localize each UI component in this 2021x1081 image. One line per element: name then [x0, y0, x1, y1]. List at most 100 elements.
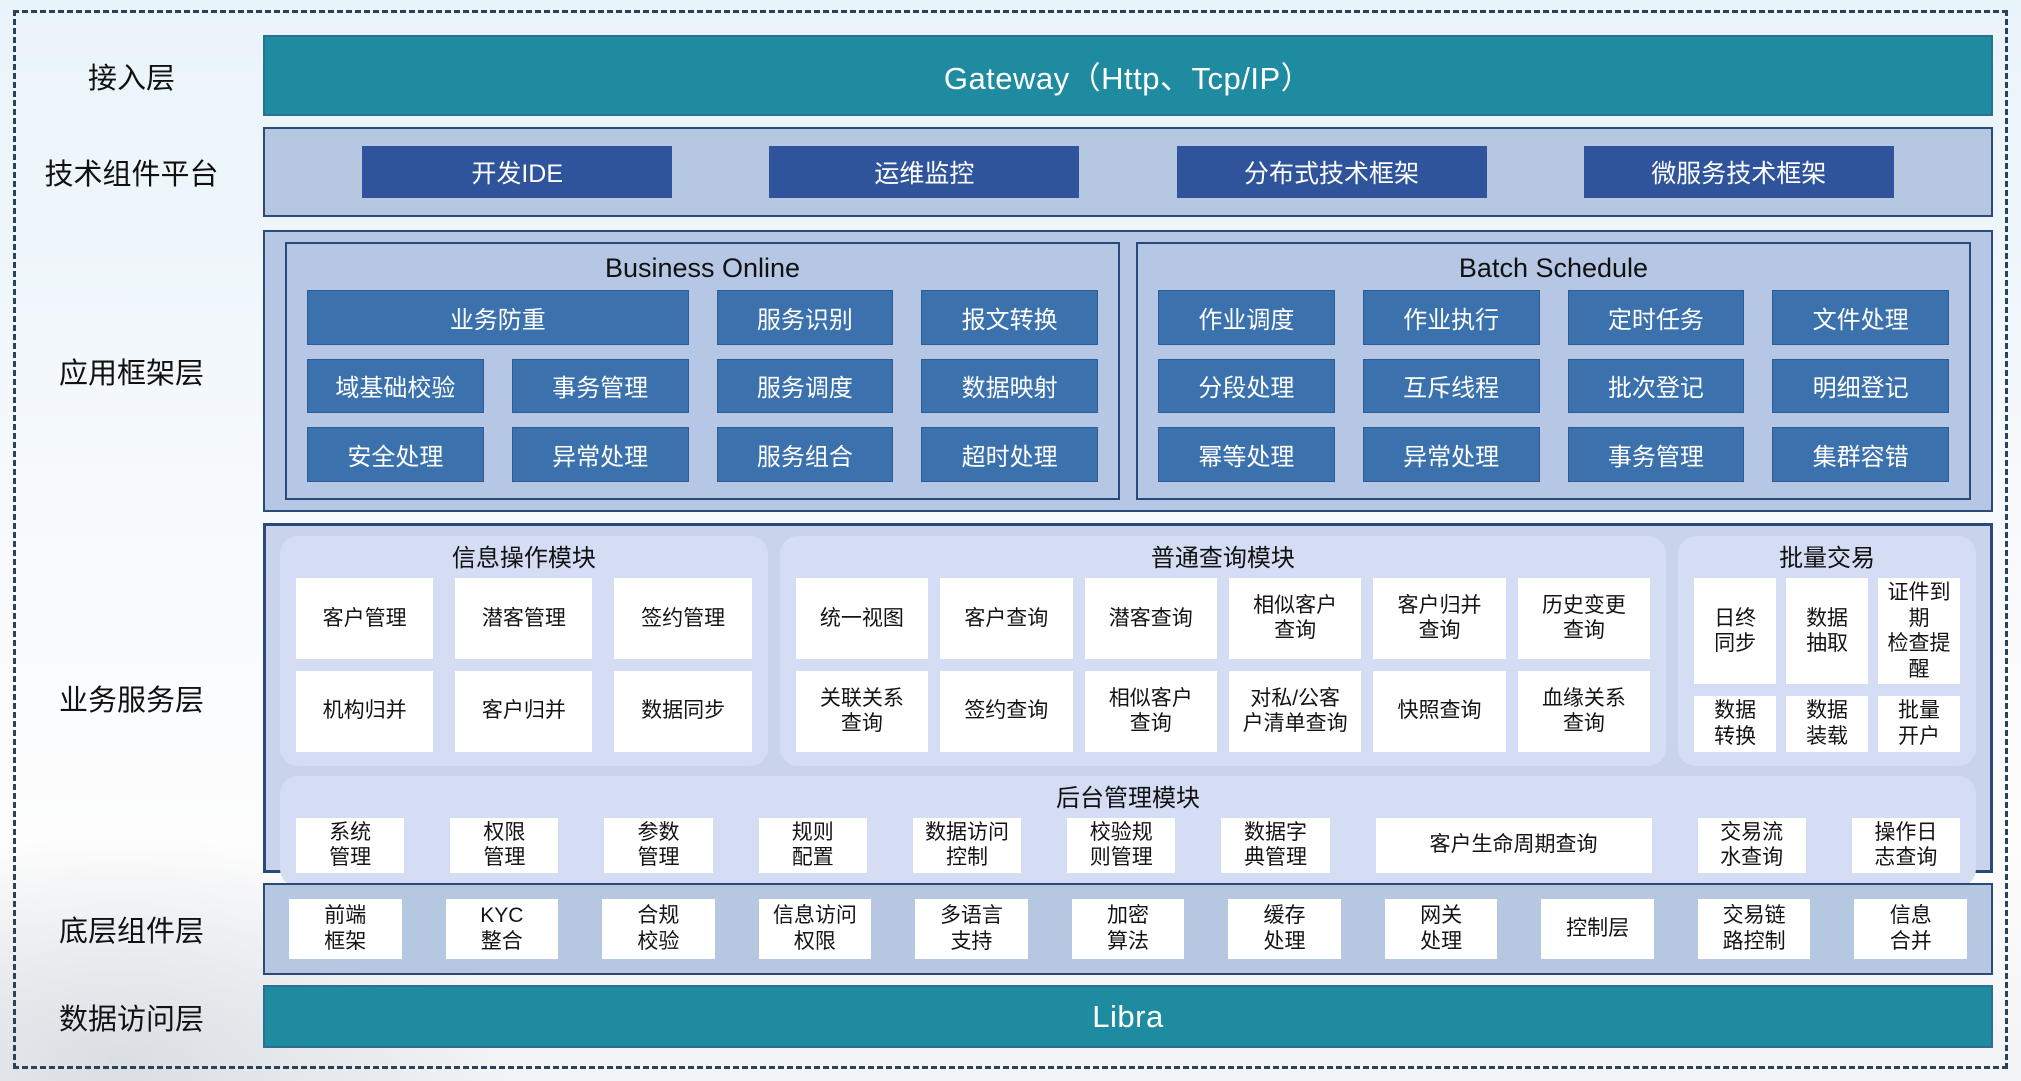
tech-platform-button: 运维监控 — [769, 146, 1080, 198]
batch-schedule-cell: 事务管理 — [1567, 427, 1745, 482]
batch-transaction-cell: 证件到期 检查提醒 — [1878, 578, 1960, 685]
layer-row-business-service: 业务服务层 信息操作模块 客户管理潜客管理签约管理机构归并客户归并数据同步 普通… — [0, 523, 2021, 887]
module-batch-transaction: 批量交易 日终 同步数据 抽取证件到期 检查提醒数据 转换数据 装载批量 开户 — [1678, 536, 1976, 766]
admin-cell: 参数 管理 — [604, 817, 713, 873]
layer-label-app-framework: 应用框架层 — [58, 358, 204, 390]
business-online-cell: 服务组合 — [716, 427, 894, 482]
module-title-admin: 后台管理模块 — [1056, 784, 1200, 812]
normal-query-cell: 快照查询 — [1373, 670, 1506, 752]
layer-label-data-access: 数据访问层 — [58, 1003, 204, 1036]
business-service-modules: 信息操作模块 客户管理潜客管理签约管理机构归并客户归并数据同步 普通查询模块 统… — [280, 536, 1976, 766]
batch-transaction-cell: 数据 转换 — [1694, 696, 1777, 752]
panel-title-business-online: Business Online — [604, 253, 801, 283]
batch-transaction-cell: 批量 开户 — [1878, 696, 1960, 752]
business-online-cell: 服务调度 — [716, 358, 894, 414]
module-title-info-operation: 信息操作模块 — [451, 545, 596, 572]
layer-label-base-components: 底层组件层 — [58, 916, 204, 948]
base-component-cell: 控制层 — [1541, 899, 1654, 959]
layer-row-base-components: 底层组件层 前端 框架 KYC 整合合规 校验信息访问 权限多语言 支持加密 算法… — [0, 883, 2021, 975]
module-info-operation: 信息操作模块 客户管理潜客管理签约管理机构归并客户归并数据同步 — [280, 536, 768, 766]
base-component-cell: KYC 整合 — [445, 899, 559, 959]
normal-query-cell: 签约查询 — [940, 670, 1073, 752]
batch-schedule-cell: 幂等处理 — [1158, 427, 1335, 482]
normal-query-cell: 对私/公客 户清单查询 — [1228, 670, 1362, 752]
tech-platform-button: 微服务技术框架 — [1583, 146, 1894, 198]
tech-platform-button: 开发IDE — [362, 146, 673, 198]
layer-row-data-access: 数据访问层 Libra — [0, 985, 2021, 1048]
business-online-grid: 业务防重服务识别报文转换域基础校验事务管理服务调度数据映射安全处理异常处理服务组… — [307, 290, 1098, 482]
app-framework-container: Business Online 业务防重服务识别报文转换域基础校验事务管理服务调… — [263, 230, 1993, 512]
normal-query-cell: 客户归并 查询 — [1373, 578, 1506, 659]
normal-query-cell: 潜客查询 — [1084, 578, 1217, 659]
normal-query-cell: 血缘关系 查询 — [1517, 670, 1651, 752]
info-operation-cell: 客户归并 — [455, 670, 593, 752]
module-admin: 后台管理模块 系统 管理权限 管理参数 管理规则 配置数据访问 控制校验规 则管… — [280, 775, 1976, 887]
business-online-cell: 异常处理 — [511, 427, 689, 482]
base-components-band: 前端 框架 KYC 整合合规 校验信息访问 权限多语言 支持加密 算法缓存 处理网… — [263, 883, 1993, 975]
batch-schedule-cell: 文件处理 — [1772, 290, 1949, 345]
base-component-cell: 网关 处理 — [1384, 899, 1498, 959]
base-component-cell: 信息访问 权限 — [758, 899, 872, 959]
panel-batch-schedule: Batch Schedule 作业调度作业执行定时任务文件处理分段处理互斥线程批… — [1136, 242, 1971, 500]
admin-cell: 数据字 典管理 — [1221, 817, 1330, 873]
gateway-bar: Gateway（Http、Tcp/IP） — [263, 35, 1993, 116]
layer-rows: 接入层 Gateway（Http、Tcp/IP） 技术组件平台 开发IDE 运维监… — [0, 35, 2021, 1048]
batch-schedule-cell: 明细登记 — [1772, 358, 1949, 414]
panel-title-batch-schedule: Batch Schedule — [1458, 253, 1649, 283]
batch-schedule-cell: 分段处理 — [1158, 358, 1335, 414]
layer-label-access: 接入层 — [87, 62, 175, 95]
base-component-cell: 加密 算法 — [1071, 899, 1185, 959]
info-operation-cell: 机构归并 — [296, 670, 434, 752]
admin-cell: 操作日 志查询 — [1851, 817, 1960, 873]
tech-platform-band: 开发IDE 运维监控 分布式技术框架 微服务技术框架 — [263, 127, 1993, 217]
base-component-cell: 前端 框架 — [289, 899, 402, 959]
base-component-cell: 多语言 支持 — [915, 899, 1028, 959]
business-online-cell: 超时处理 — [921, 427, 1098, 482]
business-online-cell: 报文转换 — [921, 290, 1098, 345]
business-online-cell: 服务识别 — [716, 290, 894, 345]
module-title-normal-query: 普通查询模块 — [1150, 545, 1295, 572]
business-online-cell: 数据映射 — [921, 358, 1098, 414]
admin-cell: 客户生命周期查询 — [1375, 817, 1652, 873]
batch-schedule-cell: 定时任务 — [1567, 290, 1745, 345]
batch-transaction-grid: 日终 同步数据 抽取证件到期 检查提醒数据 转换数据 装载批量 开户 — [1694, 578, 1960, 752]
layer-label-tech-platform: 技术组件平台 — [44, 159, 219, 191]
info-operation-cell: 签约管理 — [614, 578, 752, 659]
business-service-container: 信息操作模块 客户管理潜客管理签约管理机构归并客户归并数据同步 普通查询模块 统… — [263, 523, 1993, 887]
layer-row-access: 接入层 Gateway（Http、Tcp/IP） — [0, 35, 2021, 116]
normal-query-cell: 关联关系 查询 — [795, 670, 929, 752]
batch-transaction-cell: 数据 装载 — [1786, 696, 1869, 752]
module-normal-query: 普通查询模块 统一视图客户查询潜客查询相似客户 查询客户归并 查询历史变更 查询… — [779, 536, 1667, 766]
business-online-cell: 域基础校验 — [307, 358, 484, 414]
layer-label-business-service: 业务服务层 — [58, 685, 204, 717]
layer-row-app-framework: 应用框架层 Business Online 业务防重服务识别报文转换域基础校验事… — [0, 230, 2021, 512]
normal-query-grid: 统一视图客户查询潜客查询相似客户 查询客户归并 查询历史变更 查询关联关系 查询… — [795, 578, 1651, 752]
batch-schedule-cell: 异常处理 — [1362, 427, 1540, 482]
info-operation-grid: 客户管理潜客管理签约管理机构归并客户归并数据同步 — [296, 578, 752, 752]
base-component-cell: 交易链 路控制 — [1697, 899, 1811, 959]
batch-schedule-grid: 作业调度作业执行定时任务文件处理分段处理互斥线程批次登记明细登记幂等处理异常处理… — [1158, 290, 1949, 482]
info-operation-cell: 客户管理 — [296, 578, 434, 659]
base-component-cell: 缓存 处理 — [1228, 899, 1341, 959]
normal-query-cell: 客户查询 — [940, 578, 1073, 659]
batch-schedule-cell: 批次登记 — [1567, 358, 1745, 414]
info-operation-cell: 潜客管理 — [455, 578, 593, 659]
module-title-batch-transaction: 批量交易 — [1779, 545, 1876, 572]
normal-query-cell: 相似客户 查询 — [1228, 578, 1362, 659]
panel-business-online: Business Online 业务防重服务识别报文转换域基础校验事务管理服务调… — [285, 242, 1120, 500]
business-online-cell: 事务管理 — [511, 358, 689, 414]
business-online-cell: 业务防重 — [307, 290, 689, 345]
admin-grid: 系统 管理权限 管理参数 管理规则 配置数据访问 控制校验规 则管理数据字 典管… — [296, 817, 1960, 873]
admin-cell: 系统 管理 — [296, 817, 405, 873]
batch-schedule-cell: 作业调度 — [1158, 290, 1335, 345]
layer-row-tech-platform: 技术组件平台 开发IDE 运维监控 分布式技术框架 微服务技术框架 — [0, 127, 2021, 217]
batch-transaction-cell: 数据 抽取 — [1786, 578, 1869, 685]
base-component-cell: 合规 校验 — [602, 899, 715, 959]
normal-query-cell: 相似客户 查询 — [1084, 670, 1217, 752]
tech-platform-button: 分布式技术框架 — [1176, 146, 1487, 198]
info-operation-cell: 数据同步 — [614, 670, 752, 752]
batch-schedule-cell: 互斥线程 — [1362, 358, 1540, 414]
batch-schedule-cell: 作业执行 — [1362, 290, 1540, 345]
admin-cell: 权限 管理 — [450, 817, 559, 873]
